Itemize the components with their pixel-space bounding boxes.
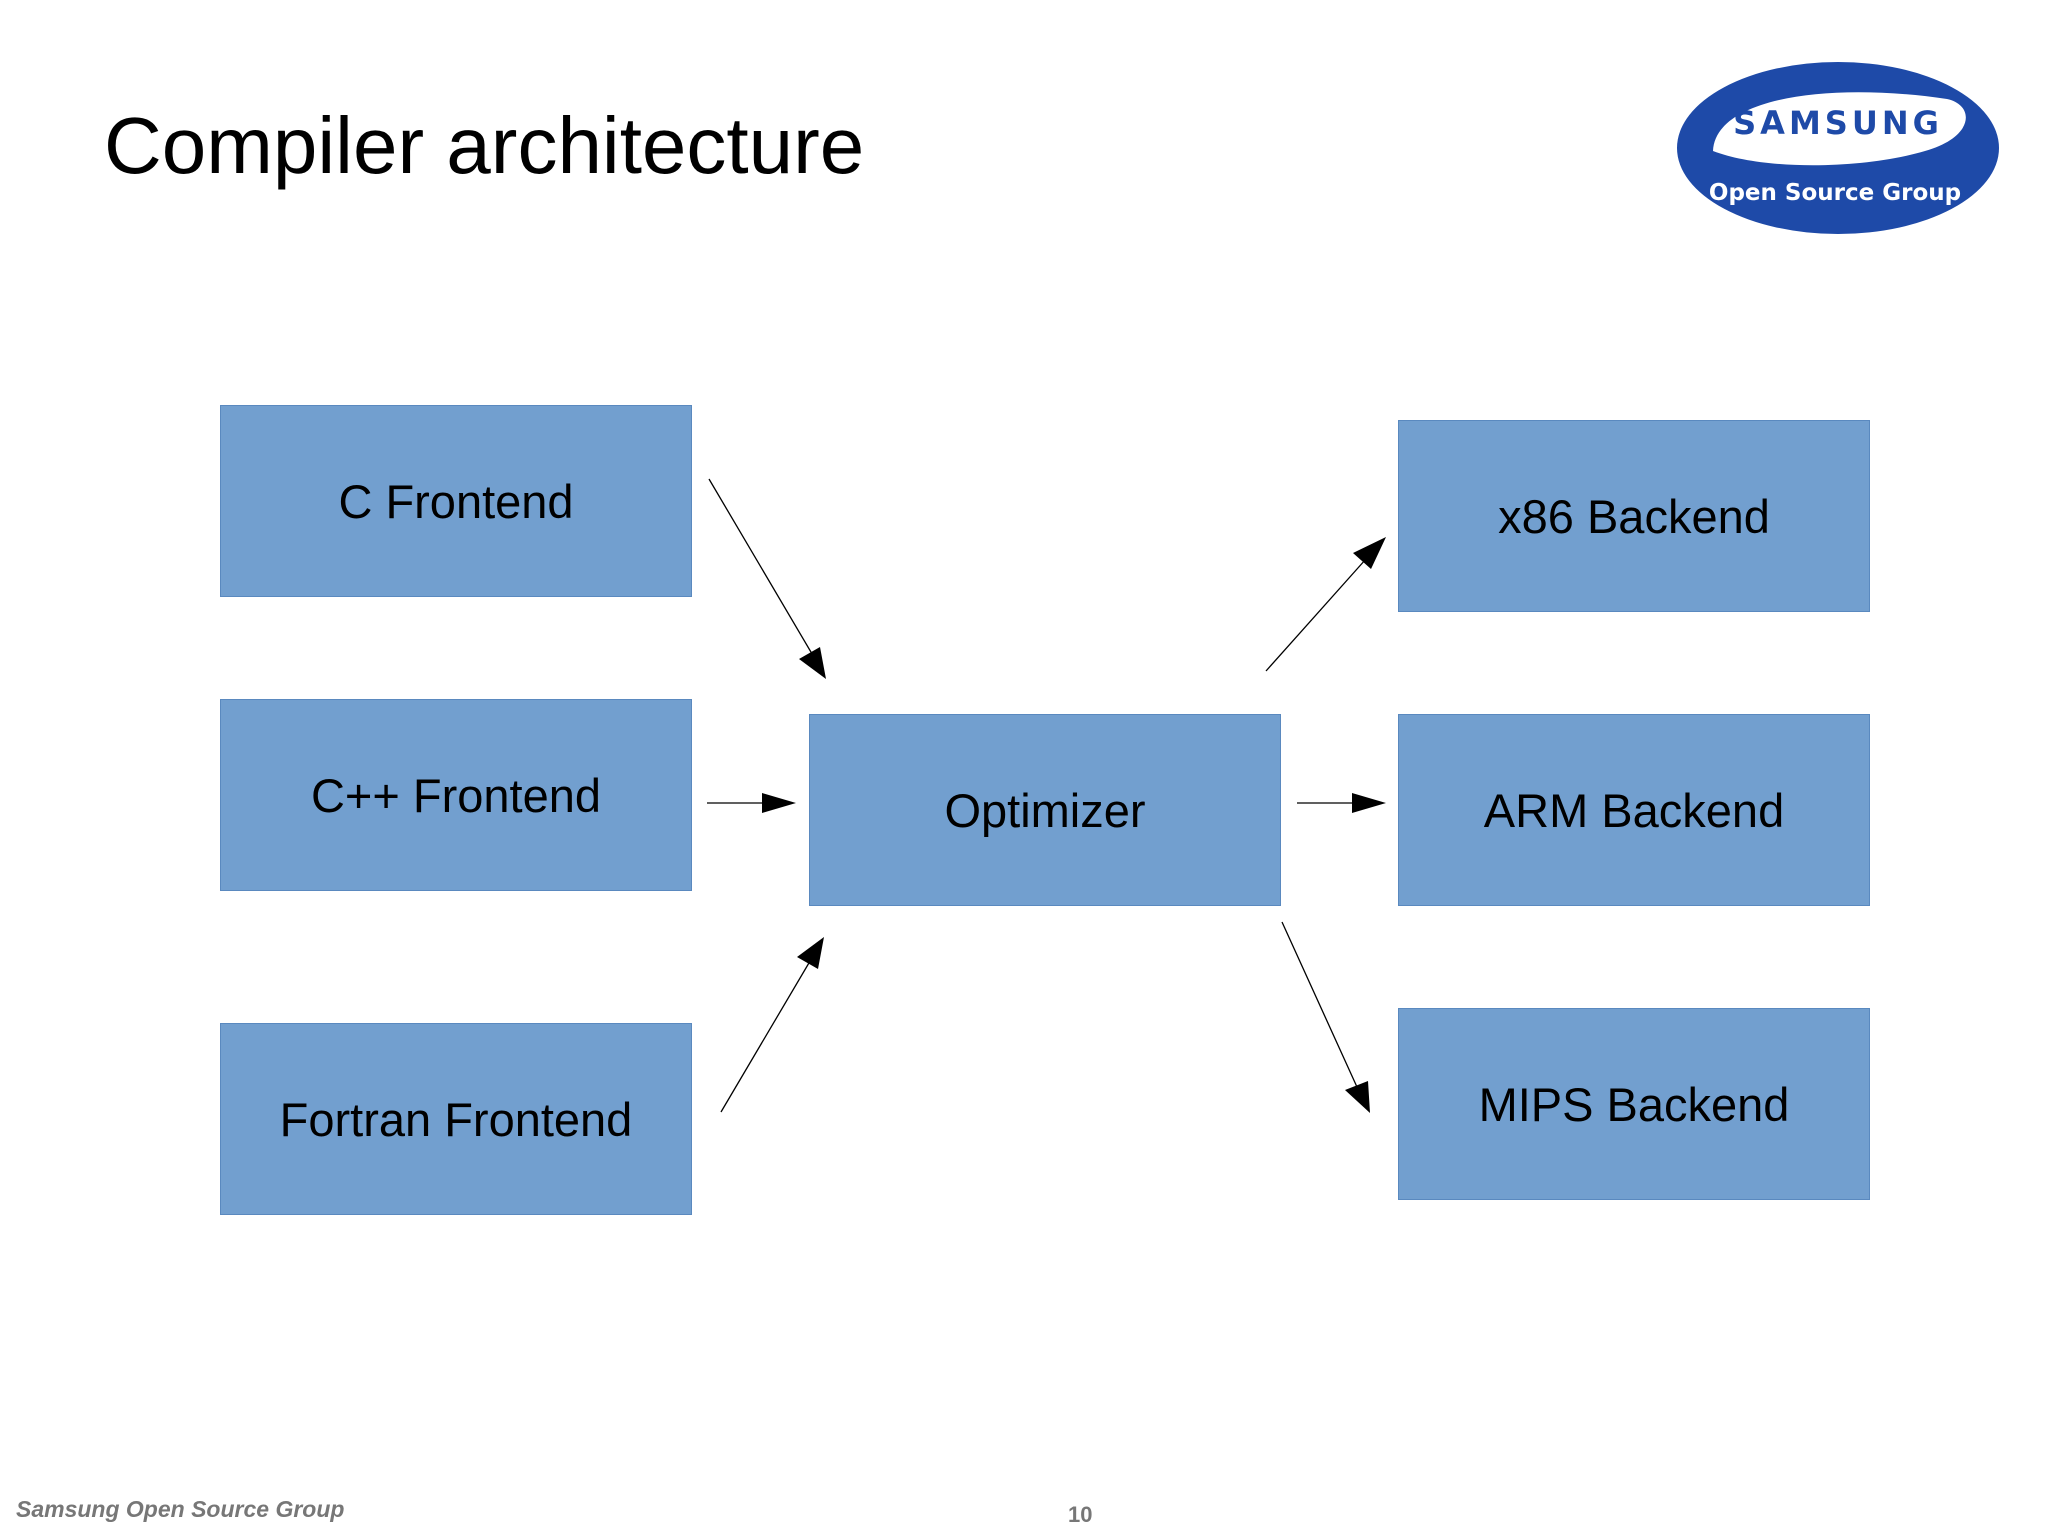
- node-fortran-frontend: Fortran Frontend: [220, 1023, 692, 1215]
- edge-optimizer-arm-backend: [1297, 793, 1386, 813]
- logo-subtitle-text: Open Source Group: [1709, 180, 1961, 206]
- node-optimizer: Optimizer: [809, 714, 1281, 906]
- edge-optimizer-mips-backend: [1281, 921, 1370, 1113]
- edge-cpp-frontend-optimizer: [707, 793, 796, 813]
- samsung-logo: SAMSUNG Open Source Group: [1677, 62, 1999, 234]
- logo-swoosh: [1713, 92, 1966, 166]
- node-x86-backend: x86 Backend: [1398, 420, 1870, 612]
- logo-brand-text: SAMSUNG: [1733, 104, 1943, 142]
- footer-text: Samsung Open Source Group: [16, 1496, 345, 1522]
- node-mips-backend: MIPS Backend: [1398, 1008, 1870, 1200]
- page-number: 10: [1068, 1502, 1093, 1527]
- edge-optimizer-x86-backend: [1265, 537, 1386, 672]
- node-c-frontend: C Frontend: [220, 405, 692, 597]
- edge-c-frontend-optimizer: [708, 478, 826, 679]
- node-cpp-frontend: C++ Frontend: [220, 699, 692, 891]
- node-arm-backend: ARM Backend: [1398, 714, 1870, 906]
- slide-title: Compiler architecture: [104, 101, 865, 190]
- edge-fortran-frontend-optimizer: [720, 937, 824, 1113]
